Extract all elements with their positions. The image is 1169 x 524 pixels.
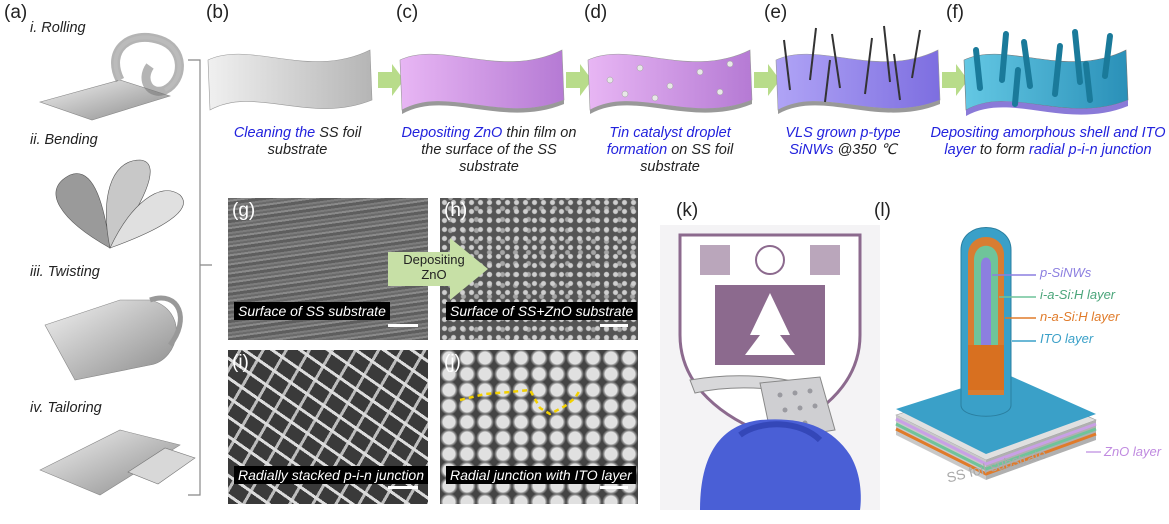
process-illustrations [207,25,1129,116]
scale-bar-g [388,324,418,327]
panel-label-l: (l) [874,200,891,221]
substrate-sheet-c [399,49,565,111]
sem-panel-h: Surface of SS+ZnO substrate [440,198,638,340]
caption-f: Depositing amorphous shell and ITO layer… [930,125,1166,158]
nanowires-f [973,29,1113,107]
legend-p-sinws: p-SiNWs [1040,265,1092,280]
legend-i-layer: i-a-Si:H layer [1040,287,1116,302]
sem-caption-g: Surface of SS substrate [234,302,390,320]
item-bending-label: ii. Bending [30,132,98,148]
sem-caption-j: Radial junction with ITO layer [446,466,636,484]
panel-label-k: (k) [676,200,699,221]
sem-caption-h: Surface of SS+ZnO substrate [446,302,638,320]
item-tailoring-label: iv. Tailoring [30,400,102,416]
depositing-zno-arrow [388,238,488,300]
panel-label-h: (h) [444,200,468,221]
arrow-b-c [378,64,404,96]
panel-label-j: (j) [444,352,461,373]
panel-label-f: (f) [946,2,964,23]
radial-junction-schematic [895,227,1101,480]
panel-label-c: (c) [396,2,419,23]
substrate-sheet-b [207,49,373,111]
panel-label-i: (i) [232,352,249,373]
scale-bar-j [600,486,628,489]
sem-panel-i: Radially stacked p-i-n junction [228,350,428,504]
arrow-e-f [942,64,968,96]
sem-panel-j: Radial junction with ITO layer [440,350,638,504]
panel-label-e: (e) [764,2,788,23]
gloved-hand [700,419,861,510]
twisting-sheet [44,295,183,381]
rolling-sheet [38,32,184,121]
panel-label-g: (g) [232,200,256,221]
tin-droplets [606,60,734,102]
sem-caption-i: Radially stacked p-i-n junction [234,466,428,484]
depositing-zno-label: Depositing ZnO [403,252,465,282]
legend-ito-layer: ITO layer [1040,331,1094,346]
scale-bar-h [600,324,628,327]
legend-zno-layer: ZnO layer [1104,444,1162,459]
arrow-c-d [566,64,592,96]
panel-label-a: (a) [4,2,28,23]
item-rolling-label: i. Rolling [30,20,86,36]
caption-b: Cleaning the SS foil substrate [233,125,362,158]
panel-label-d: (d) [584,2,608,23]
item-twisting-label: iii. Twisting [30,264,100,280]
legend-n-layer: n-a-Si:H layer [1040,309,1120,324]
caption-d: Tin catalyst droplet formation on SS foi… [606,125,734,175]
bending-sheet [55,159,184,249]
device-photo [660,225,880,510]
nanowires-e [783,25,921,103]
p-sinw-core [981,257,991,345]
junction-trace [459,388,582,416]
scale-bar-i [388,486,418,489]
caption-e: VLS grown p-type SiNWs @350 ℃ [785,125,901,158]
panel-label-b: (b) [206,2,230,23]
arrow-d-e [754,64,780,96]
tailoring-sheet [39,429,196,496]
caption-c: Depositing ZnO thin film on the surface … [401,125,577,175]
flexibility-illustrations [38,32,212,496]
substrate-sheet-f [963,49,1129,111]
